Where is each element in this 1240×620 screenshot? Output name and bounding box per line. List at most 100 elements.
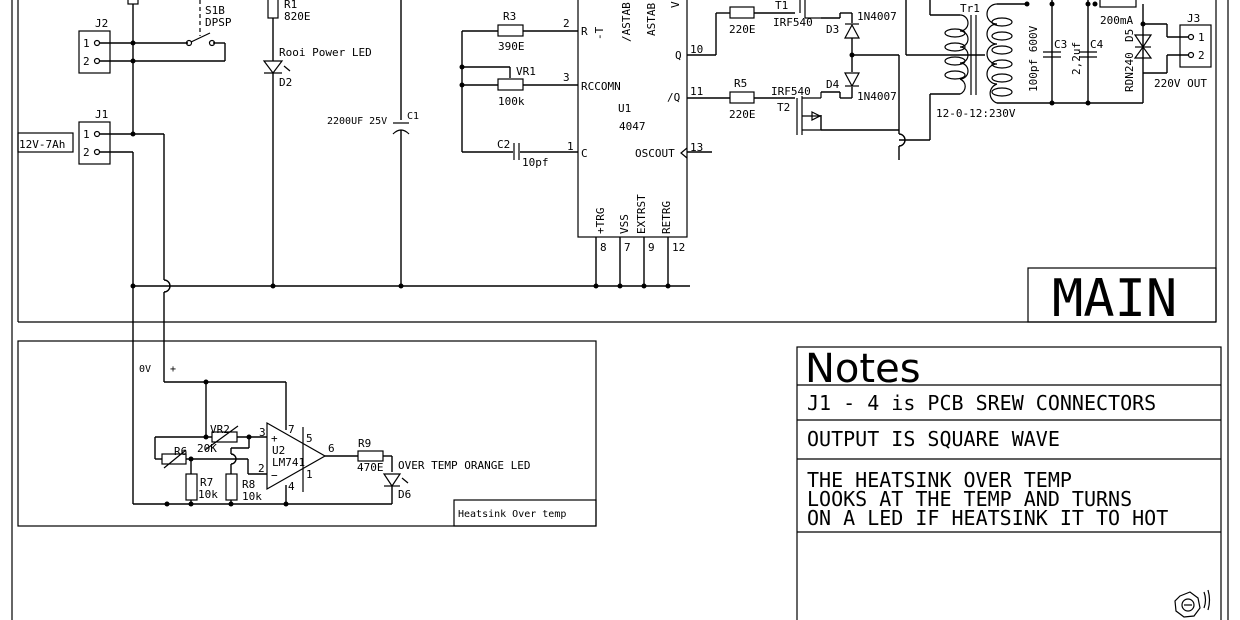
j1-pin1: 1: [83, 128, 90, 141]
u1-pin-name: /ASTAB: [620, 2, 633, 42]
j3-label: 220V OUT: [1154, 77, 1207, 90]
c4-value: 2,2uf: [1070, 42, 1083, 75]
heatsink-wiring: 0V +: [132, 322, 393, 507]
resistor-r9[interactable]: R9 470E: [357, 437, 384, 474]
note-line: THE HEATSINK OVER TEMP: [807, 468, 1072, 492]
capacitor-c2[interactable]: C2 10pf: [497, 138, 549, 169]
resistor-r7[interactable]: R7 10k: [185, 473, 218, 501]
u1-pin-num: 12: [672, 241, 685, 254]
rc-network: [459, 30, 578, 153]
resistor-r5[interactable]: R5 220E: [729, 77, 756, 121]
thermistor-r6[interactable]: R6: [161, 445, 187, 469]
sheet-frame: [11, 0, 1229, 620]
tvs-d5[interactable]: RDN240 D5: [1123, 29, 1153, 92]
title-block-text: MAIN: [1052, 269, 1177, 329]
u1-pin-name: /Q: [667, 91, 680, 104]
c2-value: 10pf: [522, 156, 549, 169]
c1-ref: C1: [407, 111, 419, 122]
u1-part: 4047: [619, 120, 646, 133]
tr1-ref: Tr1: [960, 2, 980, 15]
r8-value: 10k: [242, 490, 262, 503]
d2-ref: D2: [279, 76, 292, 89]
d6-ref: D6: [398, 488, 411, 501]
r3-value: 390E: [498, 40, 525, 53]
r1-ref: R1: [284, 0, 297, 11]
u2-pin-vpos: 7: [288, 423, 295, 436]
r5-value: 220E: [729, 108, 756, 121]
vr2-value: 20K: [197, 442, 217, 455]
r7-ref: R7: [200, 476, 213, 489]
u1-pin-name: Q: [675, 49, 682, 62]
u2-plus-sign: +: [271, 432, 278, 445]
logo-icon: [1174, 589, 1211, 618]
r4-value: 220E: [729, 23, 756, 36]
d3-part: 1N4007: [857, 10, 897, 23]
potentiometer-vr1[interactable]: VR1 100k: [497, 65, 536, 108]
u1-pin-num: 13: [690, 141, 703, 154]
transformer-tr1[interactable]: Tr1 12-0-12:230V: [905, 0, 1016, 140]
u1-pin-name: RCCOMN: [581, 80, 621, 93]
u1-pin-name: EXTRST: [635, 194, 648, 234]
connector-j2[interactable]: J2 1 2: [78, 17, 111, 74]
led-d6[interactable]: OVER TEMP ORANGE LED D6: [382, 459, 530, 501]
u1-pin-name: OSCOUT: [635, 147, 675, 160]
rail-plus-label: +: [170, 364, 176, 375]
resistor-r1[interactable]: R1 820E: [267, 0, 311, 23]
capacitor-c4[interactable]: C4 2,2uf: [1070, 38, 1104, 75]
j3-pin2: 2: [1198, 49, 1205, 62]
fuse-out-value: 200mA: [1100, 14, 1133, 27]
j1-ref: J1: [95, 108, 108, 121]
connector-j3[interactable]: J3 1 2 220V OUT: [1154, 12, 1212, 90]
fuse-out[interactable]: 200mA: [1099, 0, 1137, 27]
u1-ref: U1: [618, 102, 631, 115]
j3-pin1: 1: [1198, 31, 1205, 44]
t2-ref: T2: [777, 101, 790, 114]
d2-label: Rooi Power LED: [279, 46, 372, 59]
r5-ref: R5: [734, 77, 747, 90]
switch-s1b[interactable]: S1B DPSP: [185, 0, 232, 47]
r9-ref: R9: [358, 437, 371, 450]
resistor-r4[interactable]: 220E: [729, 6, 756, 36]
driver-wiring: [687, 12, 930, 160]
resistor-r8[interactable]: R8 10k: [225, 473, 262, 503]
vr1-ref: VR1: [516, 65, 536, 78]
u1-pin-name: VSS: [618, 214, 631, 234]
u1-pin-name: RETRG: [660, 201, 673, 234]
note-line: LOOKS AT THE TEMP AND TURNS: [807, 487, 1132, 511]
u1-pin-num: 8: [600, 241, 607, 254]
opamp-u2-lm741[interactable]: + − U2 LM741 3 2 7 4 6 5 1: [258, 421, 335, 493]
u2-pin-offset-a: 5: [306, 432, 313, 445]
s1b-ref: S1B: [205, 4, 225, 17]
u2-part: LM741: [272, 456, 305, 469]
input-wiring: [100, 0, 690, 322]
u2-pin-plus: 3: [259, 426, 266, 439]
u2-pin-vneg: 4: [288, 480, 295, 493]
ic-u1-4047[interactable]: U1 4047 2 R 3 RCCOMN 1 C Q 10 /Q 11 OSCO…: [563, 0, 703, 254]
heatsink-block-frame: Heatsink Over temp: [17, 340, 597, 527]
capacitor-c1[interactable]: 2200UF 25V C1: [327, 111, 419, 135]
u1-pin-num: 1: [567, 140, 574, 153]
d5-ref: D5: [1123, 29, 1136, 42]
note-line: OUTPUT IS SQUARE WAVE: [807, 427, 1060, 451]
resistor-r3[interactable]: R3 390E: [497, 10, 525, 53]
u1-pin-name: +TRG: [594, 208, 607, 235]
u1-pin-name: V: [669, 1, 682, 8]
capacitor-c3[interactable]: C3 100pf 600V: [1027, 25, 1067, 92]
r8-ref: R8: [242, 478, 255, 491]
mosfet-t2[interactable]: IRF540 T2: [771, 85, 822, 135]
connector-j1[interactable]: J1 1 2: [78, 108, 111, 165]
diode-d3[interactable]: D3 1N4007: [826, 10, 897, 39]
note-line: ON A LED IF HEATSINK IT TO HOT: [807, 506, 1168, 530]
battery-label-box: 12V-7Ah: [17, 132, 74, 153]
r3-ref: R3: [503, 10, 516, 23]
mosfet-t1[interactable]: T1 IRF540: [773, 0, 821, 29]
potentiometer-vr2[interactable]: VR2 20K: [197, 423, 239, 455]
title-block: MAIN: [1027, 267, 1217, 329]
tr1-value: 12-0-12:230V: [936, 107, 1016, 120]
diode-d4[interactable]: D4 1N4007: [826, 72, 897, 103]
r7-value: 10k: [198, 488, 218, 501]
u1-bottom-pins: [595, 151, 712, 286]
j3-ref: J3: [1187, 12, 1200, 25]
d4-part: 1N4007: [857, 90, 897, 103]
led-d2[interactable]: Rooi Power LED D2: [262, 46, 372, 89]
